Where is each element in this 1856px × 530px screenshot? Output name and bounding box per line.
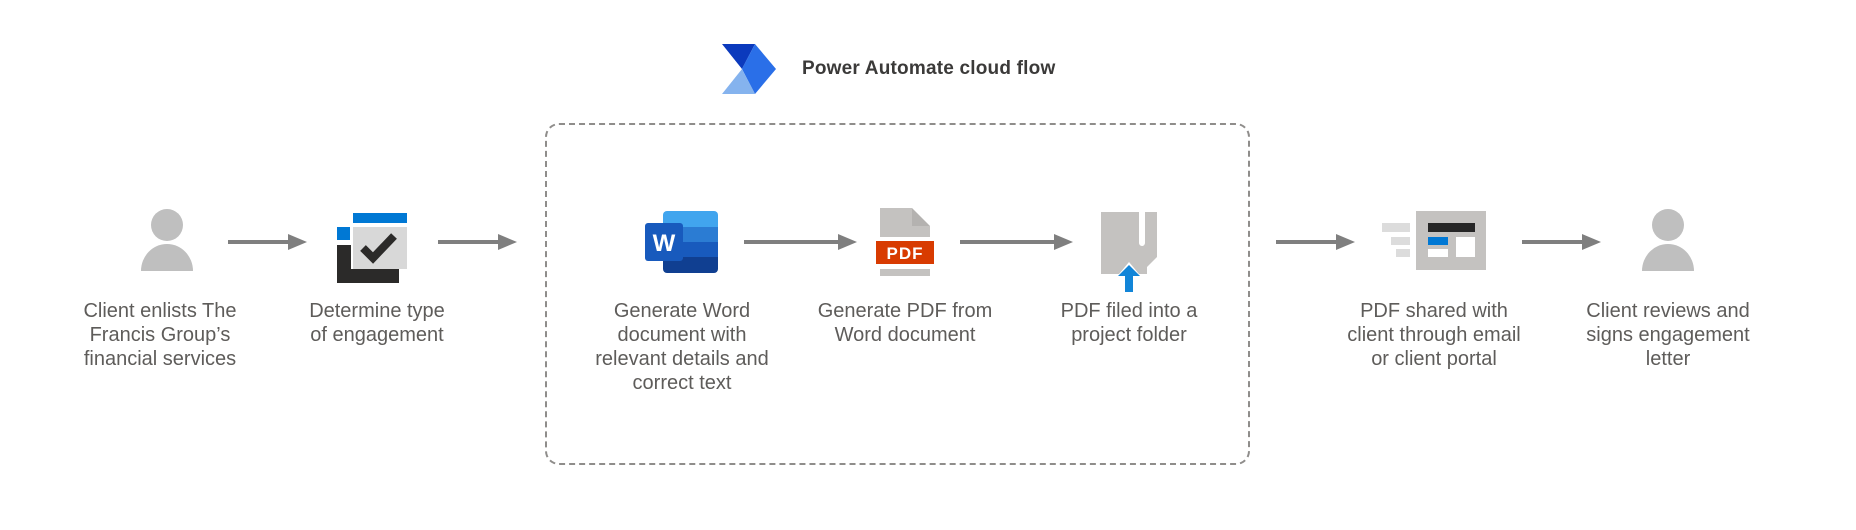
flow-arrow [744, 234, 857, 250]
step-determine-type [337, 213, 407, 283]
person-icon [141, 209, 193, 271]
step-generate-pdf: PDF [876, 208, 934, 278]
step-label: Determine type of engagement [309, 300, 445, 346]
cloud-flow-boundary [545, 123, 1250, 465]
step-pdf-shared [1382, 211, 1486, 270]
pdf-letters: PDF [887, 244, 924, 263]
step-label: Client enlists The Francis Group’s finan… [83, 300, 237, 370]
diagram-title: Power Automate cloud flow [802, 58, 1056, 79]
person-icon [1642, 209, 1694, 271]
power-automate-icon [722, 44, 776, 94]
step-generate-word: W [645, 211, 718, 273]
task-checkbox-icon [337, 213, 407, 283]
word-document-icon: W [645, 211, 718, 273]
file-upload-icon [1101, 212, 1157, 292]
step-label: PDF shared with client through email or … [1347, 300, 1521, 370]
flow-arrow [438, 234, 517, 250]
flow-arrow [1522, 234, 1601, 250]
step-client-signs [1636, 209, 1700, 271]
step-pdf-filed [1101, 212, 1157, 294]
step-label: Generate PDF from Word document [817, 300, 993, 346]
step-client-enlists [135, 209, 199, 271]
step-label: Generate Word document with relevant det… [595, 300, 769, 394]
step-label: PDF filed into a project folder [1060, 300, 1198, 346]
pdf-document-icon: PDF [876, 208, 934, 276]
flow-arrow [228, 234, 307, 250]
step-label: Client reviews and signs engagement lett… [1586, 300, 1750, 370]
word-letter: W [653, 230, 676, 257]
flow-arrow [960, 234, 1073, 250]
header: Power Automate cloud flow [722, 44, 1055, 94]
share-newsletter-icon [1382, 211, 1486, 270]
flow-arrow [1276, 234, 1355, 250]
